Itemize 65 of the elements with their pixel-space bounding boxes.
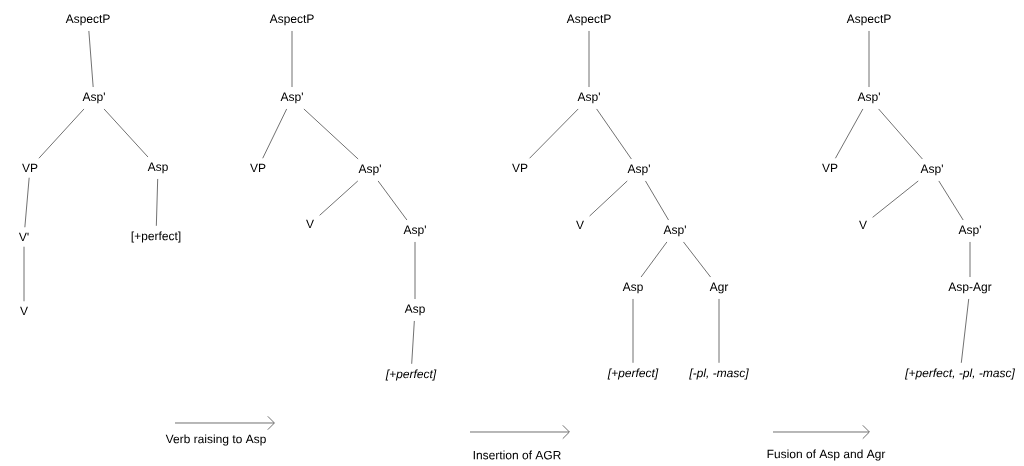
tree-label: AspectP — [566, 14, 611, 26]
tree-branch — [24, 177, 30, 228]
tree-branch — [303, 108, 359, 160]
tree-label: Asp — [404, 304, 425, 316]
tree-label: [+perfect] — [131, 231, 181, 243]
tree-label: Asp' — [82, 92, 105, 104]
step-caption: Insertion of AGR — [473, 450, 561, 460]
tree-label: V' — [18, 232, 29, 242]
tree-branch — [683, 241, 711, 278]
tree-label: Asp-Agr — [948, 282, 992, 294]
step-caption: Verb raising to Asp — [165, 434, 266, 446]
tree-branch — [718, 298, 720, 364]
tree-label: Asp — [147, 162, 168, 174]
tree-branch — [377, 180, 408, 221]
tree-branch — [960, 298, 970, 364]
tree-label: VP — [822, 163, 838, 173]
tree-branch — [529, 108, 579, 159]
tree-label: VP — [22, 163, 38, 173]
tree-branch — [38, 108, 85, 159]
tree-label: AspectP — [65, 14, 110, 26]
tree-label: VP — [512, 163, 528, 173]
tree-branch — [291, 30, 293, 88]
tree-label: AspectP — [269, 14, 314, 26]
tree-label: Asp' — [280, 92, 303, 104]
tree-branch — [414, 241, 416, 300]
tree-label: Asp' — [627, 164, 650, 176]
tree-label: V — [859, 220, 867, 230]
tree-branch — [596, 108, 632, 160]
tree-label: Asp' — [857, 92, 880, 104]
tree-label: Asp' — [577, 92, 600, 104]
tree-branch — [411, 320, 415, 365]
tree-label: [+perfect] — [607, 368, 659, 380]
tree-label: V — [306, 219, 314, 229]
tree-label: Asp' — [663, 225, 686, 237]
tree-label: VP — [250, 163, 266, 173]
tree-label: Asp' — [920, 164, 943, 176]
tree-label: V — [576, 220, 584, 230]
tree-branch — [878, 108, 923, 160]
tree-branch — [588, 30, 590, 88]
tree-branch — [872, 180, 919, 218]
tree-label: [-pl, -masc] — [689, 368, 749, 380]
tree-label: [+perfect, -pl, -masc] — [904, 368, 1016, 380]
tree-label: V — [20, 306, 28, 316]
tree-label: [+perfect] — [385, 369, 437, 381]
tree-label: Asp — [622, 282, 643, 294]
tree-branch — [640, 241, 668, 278]
tree-branch — [938, 180, 964, 221]
step-caption: Fusion of Asp and Agr — [767, 449, 886, 461]
tree-branch — [103, 108, 149, 158]
tree-branch — [868, 30, 870, 88]
tree-branch — [262, 108, 288, 159]
tree-branch — [969, 241, 971, 278]
tree-branch — [589, 180, 628, 217]
tree-branch — [155, 178, 159, 227]
tree-label: Asp' — [358, 164, 381, 176]
tree-label: AspectP — [846, 14, 891, 26]
tree-branch — [88, 30, 94, 88]
tree-branch — [23, 246, 25, 302]
tree-branch — [835, 108, 864, 159]
tree-branch — [319, 180, 359, 216]
tree-label: Asp' — [403, 225, 426, 237]
tree-branch — [645, 180, 669, 221]
tree-label: Agr — [709, 282, 729, 294]
tree-branch — [632, 298, 634, 364]
tree-label: Asp' — [958, 225, 981, 237]
